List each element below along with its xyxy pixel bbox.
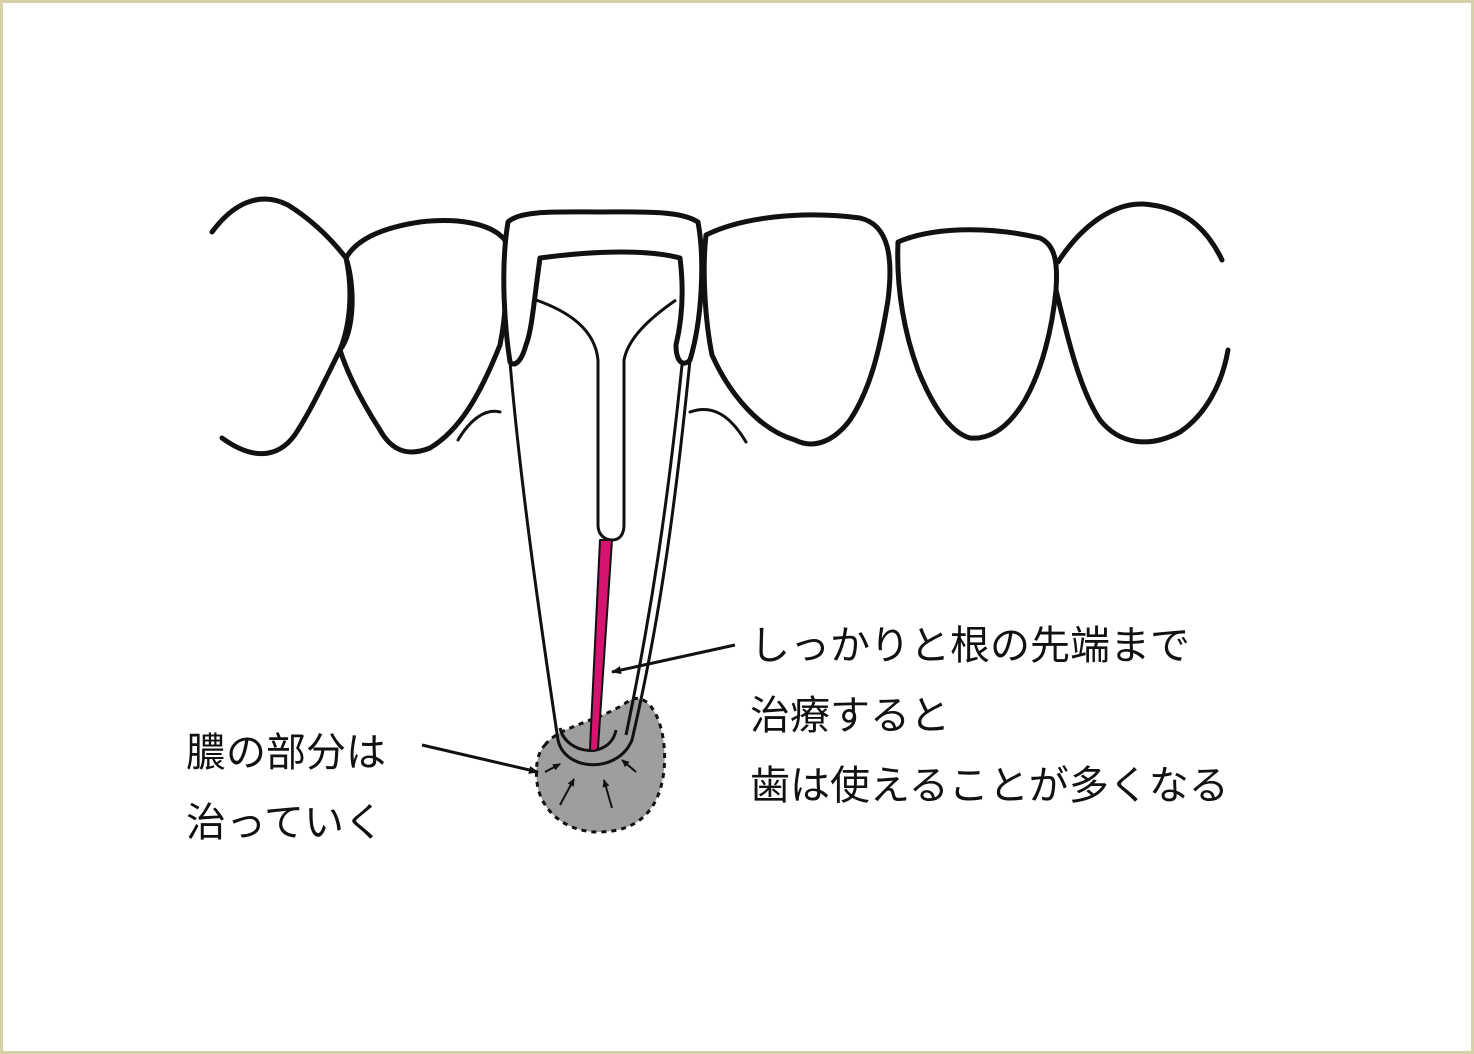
label-left-line1: 膿の部分は [186,730,386,776]
tooth-far-right [1053,201,1231,445]
label-right-line1: しっかりと根の先端まで [750,623,1190,669]
tooth-right-1 [701,212,893,447]
tooth-treated-root-outer [508,359,692,767]
callout-arrow-left [421,743,539,774]
root-canal-outline [535,298,677,542]
tooth-far-left [209,196,355,457]
root-canal-lower [558,727,618,752]
gum-line-right [688,407,748,444]
tooth-treated-root-outer-2 [624,364,684,736]
gum-line-left [456,409,502,442]
callout-arrow-right [611,643,736,674]
small-arrow-upper-left [544,763,561,773]
tooth-right-2 [895,227,1060,441]
small-arrow-right [621,759,637,773]
small-arrow-left [559,778,575,806]
small-arrow-center [602,779,613,809]
label-right-line3: 歯は使えることが多くなる [750,763,1229,809]
label-left-line2: 治っていく [186,800,384,846]
root-filling [589,539,613,752]
tooth-left [337,218,510,455]
tooth-treated-crown [501,209,705,367]
label-right-line2: 治療すると [750,693,950,739]
